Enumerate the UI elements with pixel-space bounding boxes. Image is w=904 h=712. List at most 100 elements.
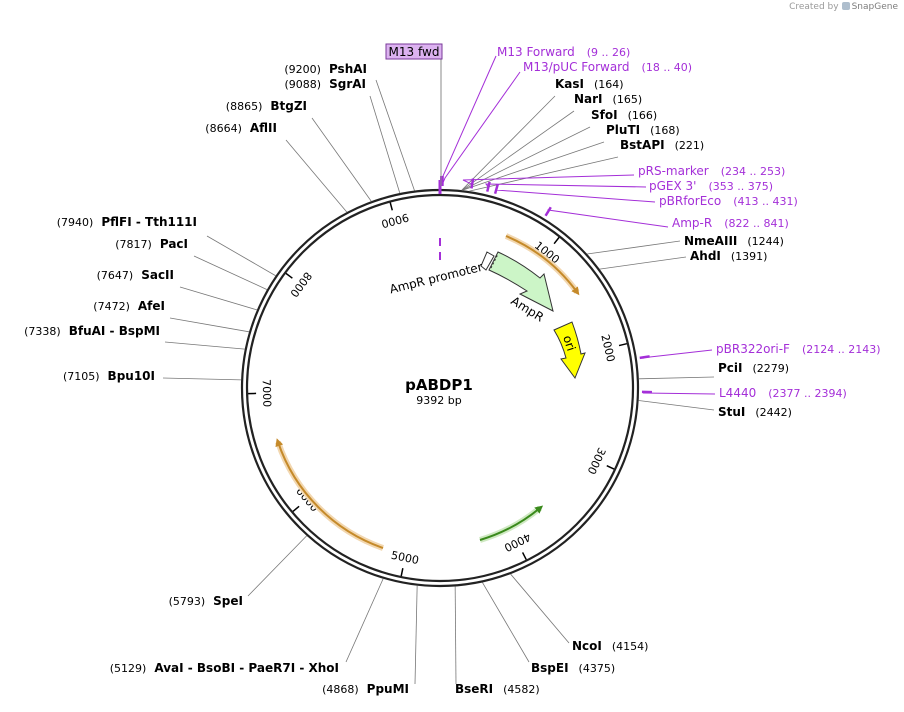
primer-position: (413 .. 431) [733, 195, 798, 208]
enzyme-leader-line [599, 256, 687, 270]
enzyme-site-paci[interactable]: PacI(7817) [115, 237, 268, 290]
primer-pgex-3[interactable]: pGEX 3'(353 .. 375) [484, 179, 773, 193]
enzyme-leader-line [247, 535, 308, 597]
m13-fwd-highlight[interactable]: M13 fwd [385, 43, 443, 186]
primer-l4440[interactable]: L4440 (2377 .. 2394) [641, 386, 847, 400]
enzyme-position: (2442) [755, 406, 792, 419]
enzyme-position: (7647) [97, 269, 134, 282]
enzyme-site-bpu10i[interactable]: Bpu10I(7105) [63, 369, 242, 383]
enzyme-site-btgzi[interactable]: BtgZI(8865) [226, 99, 372, 202]
enzyme-site-ncoi[interactable]: NcoI (4154) [510, 573, 649, 653]
primer-pbr322ori-f[interactable]: pBR322ori-F(2124 .. 2143) [639, 342, 881, 360]
enzyme-site-stui[interactable]: StuI (2442) [638, 400, 792, 419]
enzyme-site-sgrai[interactable]: SgrAI (9088) [285, 77, 401, 194]
enzyme-site-ppumi[interactable]: PpuMI(4868) [322, 585, 418, 696]
enzyme-site-pcii[interactable]: PciI(2279) [638, 361, 790, 380]
primer-name: pRS-marker [638, 164, 709, 178]
enzyme-leader-line [345, 578, 384, 663]
enzyme-site-bspei[interactable]: BspEI(4375) [482, 582, 615, 675]
enzyme-site-aflii[interactable]: AflII(8664) [205, 121, 348, 213]
enzyme-position: (168) [650, 124, 680, 137]
enzyme-position: (7817) [115, 238, 152, 251]
tick-label: 7000 [260, 379, 274, 407]
enzyme-name: Bpu10I [108, 369, 155, 383]
primer-position: (9 .. 26) [587, 46, 631, 59]
enzyme-site-pshai[interactable]: PshAI(9200) [284, 62, 415, 191]
m13-fwd-box [385, 43, 443, 60]
ampr-dashed-edge [490, 253, 499, 269]
enzyme-name: StuI [718, 405, 745, 419]
feature-ampr[interactable]: AmpR [488, 251, 554, 325]
primer-name: pGEX 3' [649, 179, 696, 193]
enzyme-leader-line [193, 255, 268, 290]
enzyme-site-nmeaiii[interactable]: NmeAIII (1244) [587, 234, 784, 255]
enzyme-site-ahdi[interactable]: AhdI(1391) [599, 249, 768, 270]
enzyme-site-pluti[interactable]: PluTI(168) [462, 123, 680, 191]
enzyme-site-bstapi[interactable]: BstAPI(221) [469, 138, 704, 192]
enzyme-leader-line [454, 586, 457, 685]
enzyme-leader-line [461, 110, 575, 191]
tick-label: 8000 [287, 269, 314, 299]
enzyme-leader-line [469, 156, 619, 192]
enzyme-leader-line [587, 240, 681, 255]
enzyme-site-nari[interactable]: NarI(165) [461, 92, 642, 191]
primer-leader-line [547, 209, 669, 228]
primer-m13-forward[interactable]: M13 Forward(9 .. 26) [439, 45, 631, 187]
primer-leader-line [441, 55, 497, 183]
enzyme-name: PpuMI [367, 682, 409, 696]
enzyme-name: SpeI [213, 594, 243, 608]
enzyme-name: NcoI [572, 639, 602, 653]
enzyme-name: BtgZI [270, 99, 307, 113]
ori-arrow [553, 321, 586, 380]
enzyme-leader-line [482, 582, 530, 663]
primer-amp-r[interactable]: Amp-R(822 .. 841) [544, 206, 789, 230]
primer-m13-puc-forward[interactable]: M13/pUC Forward(18 .. 40) [441, 60, 692, 187]
feature-ampr-promoter[interactable]: AmpR promoter [388, 251, 495, 296]
orange-arc-left [275, 438, 384, 549]
tick-label: 5000 [390, 549, 420, 567]
enzyme-position: (2279) [753, 362, 790, 375]
enzyme-name: BspEI [531, 661, 569, 675]
enzyme-site-bseri[interactable]: BseRI(4582) [454, 586, 540, 696]
enzyme-site-spei[interactable]: SpeI(5793) [169, 535, 308, 608]
feature-arcs [275, 233, 580, 551]
primer-prs-marker[interactable]: pRS-marker (234 .. 253) [462, 164, 786, 189]
primer-mark [544, 206, 552, 217]
tick-mark [618, 342, 627, 347]
primer-pbrforeco[interactable]: pBRforEco(413 .. 431) [493, 183, 798, 208]
enzyme-position: (5129) [110, 662, 147, 675]
green-arc-halo [479, 505, 542, 543]
enzyme-leader-line [164, 341, 245, 350]
primer-name: Amp-R [672, 216, 712, 230]
orange-arc-top [505, 235, 580, 296]
tick-mark [521, 552, 527, 560]
primer-mark [486, 181, 491, 192]
primer-leader-line [495, 189, 656, 203]
primer-name: L4440 [719, 386, 756, 400]
feature-ori[interactable]: ori [553, 321, 586, 380]
enzyme-position: (7940) [57, 216, 94, 229]
enzyme-site-afei[interactable]: AfeI(7472) [93, 299, 250, 333]
enzyme-name: NmeAIII [684, 234, 737, 248]
enzyme-position: (1391) [731, 250, 768, 263]
primer-position: (234 .. 253) [721, 165, 786, 178]
enzyme-name: SgrAI [329, 77, 366, 91]
enzyme-site-bfuai-bspmi[interactable]: BfuAI - BspMI(7338) [24, 324, 245, 350]
enzyme-position: (9088) [285, 78, 322, 91]
enzyme-site-sacii[interactable]: SacII(7647) [97, 268, 258, 311]
enzyme-site-kasi[interactable]: KasI(164) [461, 77, 624, 191]
primer-position: (2377 .. 2394) [768, 387, 847, 400]
enzyme-site-pflfi-tth111i[interactable]: PflFI - Tth111I(7940) [57, 215, 276, 277]
ampr-promoter-shape [480, 251, 495, 271]
tick-mark [606, 465, 615, 470]
primer-position: (2124 .. 2143) [802, 343, 881, 356]
primer-mark [493, 183, 500, 195]
enzyme-leader-line [369, 95, 401, 194]
enzyme-position: (1244) [747, 235, 784, 248]
enzyme-position: (4154) [612, 640, 649, 653]
enzyme-name: AvaI - BsoBI - PaeR7I - XhoI [154, 661, 339, 675]
enzyme-site-avai-bsobi-paer7i-xhoi[interactable]: AvaI - BsoBI - PaeR7I - XhoI (5129) [110, 578, 384, 675]
snapgene-logo-icon [841, 2, 850, 10]
primer-mark [470, 178, 475, 189]
